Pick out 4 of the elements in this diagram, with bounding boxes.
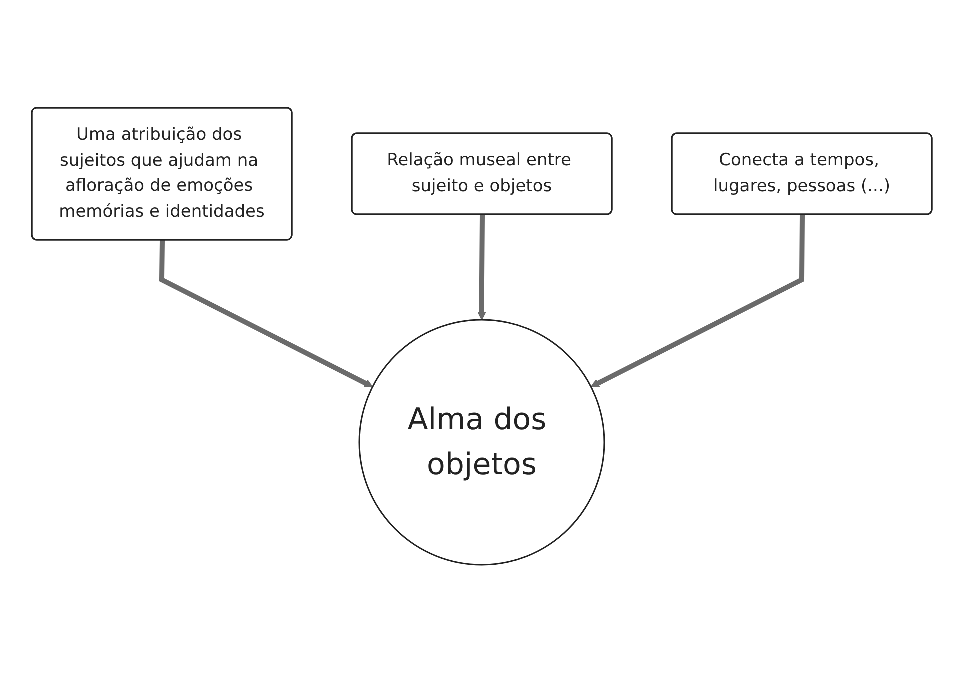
arrow	[158, 240, 373, 388]
node-circle: Alma dos objetos	[358, 319, 605, 566]
arrow	[590, 214, 804, 388]
arrow	[477, 214, 486, 320]
